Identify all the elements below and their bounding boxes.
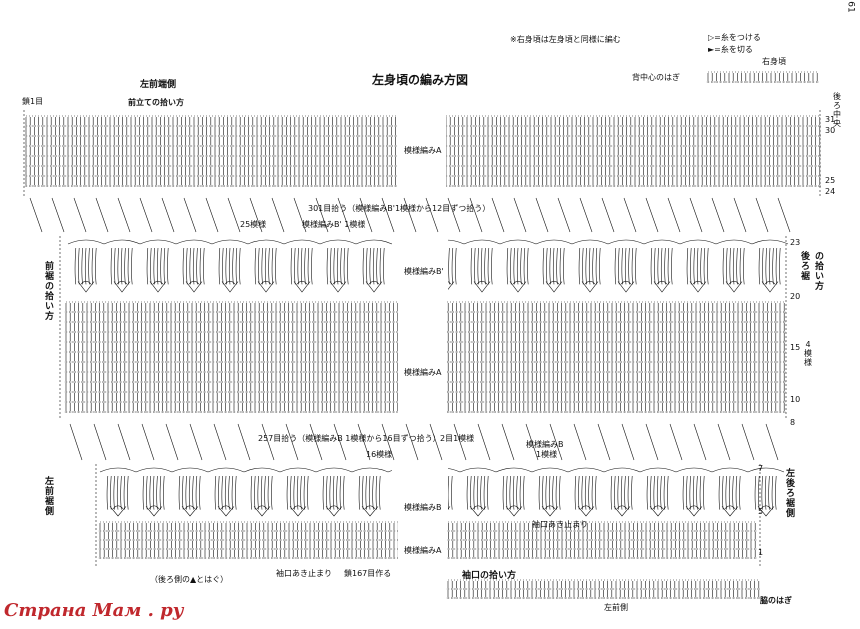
label-sleeve-pickup: 袖口の拾い方	[462, 571, 517, 581]
label-back-center: 後ろ中央	[833, 92, 841, 128]
row-number-5: 5	[758, 507, 764, 516]
label-pickup-301: 301目拾う（模様編みB'1模様から12目ずつ拾う）	[308, 204, 491, 213]
legend-attach-text: =糸をつける	[714, 33, 761, 42]
row-number-24: 24	[825, 187, 836, 196]
watermark-logo: Страна Мам . ру	[4, 600, 184, 621]
label-back-side-note: （後ろ側の▲とはぐ）	[150, 575, 229, 584]
label-repeat-16: 16模様	[366, 450, 393, 459]
label-pattern-b-prime: 模様編みB'	[404, 267, 444, 276]
row-number-7: 7	[758, 464, 764, 473]
stitch-block-sleeve	[446, 579, 760, 599]
label-repeat-25: 25模様	[240, 220, 267, 229]
label-pattern-a-low: 模様編みA	[404, 546, 442, 555]
stitch-block-pattern-a-top	[24, 115, 821, 187]
label-chain-1: 鎖1目	[22, 97, 44, 106]
label-pattern-b-prime-1: 模様編みB' 1模様	[302, 220, 366, 229]
label-back-hem-pickup-b: の拾い方	[814, 252, 824, 292]
gap-low-center	[398, 518, 446, 562]
attach-yarn-icon: ▷	[708, 33, 715, 42]
legend-attach-yarn: ▷=糸をつける	[708, 33, 761, 43]
legend-cut-text: =糸を切る	[714, 45, 753, 54]
pickup-lines-low	[69, 423, 779, 461]
row-number-8: 8	[790, 418, 796, 427]
row-number-20: 20	[790, 292, 801, 301]
right-front-note: ※右身頃は左身頃と同様に編む	[510, 35, 621, 44]
label-left-back-hem-side: 左後ろ裾側	[785, 469, 795, 519]
gap-top-center	[398, 112, 446, 196]
label-left-front-edge: 左前端側	[140, 80, 177, 90]
row-number-30: 30	[825, 126, 836, 135]
label-left-front-hem-side: 左前裾側	[44, 477, 54, 517]
label-left-front-side: 左前側	[604, 603, 628, 612]
cut-yarn-icon: ►	[708, 45, 715, 54]
label-sleeve-stop-top: 袖口あき止まり	[532, 520, 588, 529]
page-title: 左身頃の編み方図	[372, 73, 469, 87]
label-right-body: 右身頃	[762, 57, 786, 66]
gap-mid-upper	[392, 236, 448, 298]
stitch-block-pattern-b	[99, 467, 785, 517]
pickup-lines-top	[29, 197, 791, 233]
label-four-repeats: 4模様	[804, 340, 812, 367]
label-front-hem-pickup: 前裾の拾い方	[44, 262, 54, 322]
row-number-31: 31	[825, 115, 836, 124]
stitch-block-right-body	[706, 71, 819, 83]
label-side-seam: 脇のはぎ	[760, 596, 792, 605]
outline-dashes	[23, 110, 821, 566]
label-two-one: 2目1模様	[440, 434, 475, 443]
label-pattern-a-top: 模様編みA	[404, 146, 442, 155]
label-pattern-b: 模様編みB	[404, 503, 442, 512]
label-pickup-257: 257目拾う（模様編みB 1模様から16目ずつ拾う）	[258, 434, 441, 443]
row-number-10: 10	[790, 395, 801, 404]
label-back-center-seam: 背中心のはぎ	[632, 73, 680, 82]
row-number-1: 1	[758, 548, 764, 557]
label-sleeve-stop: 袖口あき止まり	[276, 569, 332, 578]
label-back-hem-pickup-a: 後ろ裾	[800, 252, 810, 282]
page-number: 61	[845, 1, 856, 13]
stitch-block-pattern-b-prime	[67, 239, 789, 293]
gap-mid-center	[398, 298, 446, 420]
row-number-25: 25	[825, 176, 836, 185]
row-number-15: 15	[790, 343, 801, 352]
label-one-repeat: 1模様	[536, 450, 558, 459]
legend-cut-yarn: ►=糸を切る	[708, 45, 753, 55]
row-number-23: 23	[790, 238, 801, 247]
stitch-block-pattern-a-low	[98, 521, 757, 559]
label-pattern-a-mid: 模様編みA	[404, 368, 442, 377]
label-front-band-pickup: 前立ての拾い方	[128, 98, 184, 107]
label-chain-167: 鎖167目作る	[344, 569, 392, 578]
gap-low-upper	[392, 464, 448, 520]
label-pattern-b-low: 模様編みB	[526, 440, 564, 449]
